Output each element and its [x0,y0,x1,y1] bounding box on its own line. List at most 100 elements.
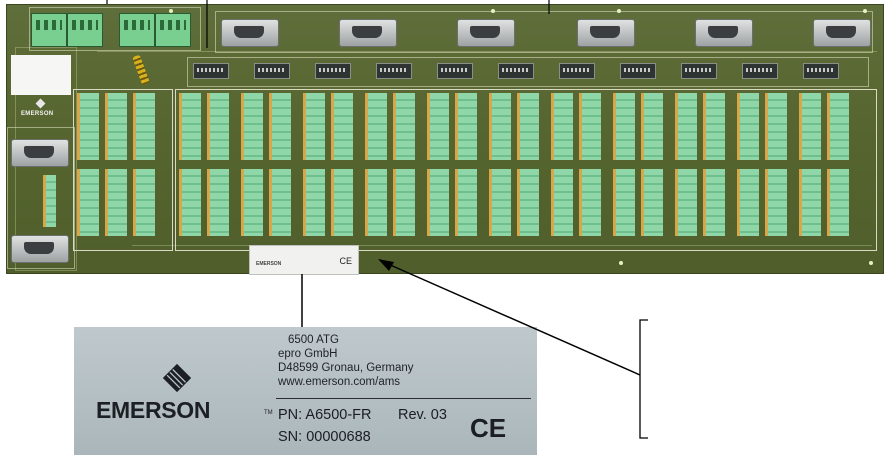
power-connector-3 [119,13,155,47]
ribbon-header [376,63,412,79]
label-serial-number: SN: 00000688 [278,429,371,445]
terminal-block [179,169,201,236]
terminal-block [133,93,155,160]
label-trademark: TM [264,410,273,416]
terminal-frame-main [175,89,877,251]
terminal-block [269,93,291,160]
terminal-block [489,169,511,236]
power-connector-frame [29,7,201,51]
terminal-block [269,169,291,236]
ribbon-header [498,63,534,79]
terminal-block [675,169,697,236]
ribbon-header [620,63,656,79]
dsub-row-frame [215,11,873,53]
terminal-block [77,93,99,160]
led [169,9,173,13]
dsub-connector-6 [813,19,871,47]
terminal-block [365,169,387,236]
led [617,9,621,13]
terminal-block [331,93,353,160]
terminal-block [827,93,849,160]
terminal-block [765,93,787,160]
callout-bracket [639,319,648,439]
label-revision: Rev. 03 [398,407,447,423]
led [863,9,867,13]
left-dsub-connector-1 [11,139,69,167]
left-dsub-frame [7,127,75,269]
terminal-block [365,93,387,160]
power-connector-2 [67,13,103,47]
terminal-block [517,169,539,236]
terminal-block [455,169,477,236]
terminal-block [427,93,449,160]
terminal-block [765,169,787,236]
terminal-block [579,93,601,160]
terminal-block [133,169,155,236]
terminal-block [613,169,635,236]
label-address: D48599 Gronau, Germany [278,362,414,374]
terminal-block [613,93,635,160]
blank-label-area [11,55,71,95]
terminal-block [703,169,725,236]
power-connector-4 [155,13,191,47]
terminal-block [241,93,263,160]
emerson-logo-icon [162,363,192,393]
spring-component [132,54,150,86]
terminal-block [207,169,229,236]
ribbon-header [315,63,351,79]
left-terminal-block [43,175,56,227]
ribbon-header [681,63,717,79]
terminal-block [551,93,573,160]
dsub-connector-5 [695,19,753,47]
terminal-block [641,169,663,236]
terminal-block [179,93,201,160]
terminal-block [737,93,759,160]
label-company: epro GmbH [278,348,338,360]
terminal-block [703,93,725,160]
board-brand: EMERSON [21,111,54,117]
power-connector-1 [31,13,67,47]
terminal-block [641,93,663,160]
ribbon-header [254,63,290,79]
dsub-connector-1 [221,19,279,47]
left-dsub-connector-2 [11,235,69,263]
terminal-block [455,93,477,160]
dsub-connector-3 [457,19,515,47]
product-label: EMERSON TM 6500 ATG epro GmbH D48599 Gro… [74,327,537,455]
dsub-connector-4 [577,19,635,47]
terminal-block [799,93,821,160]
label-ce-mark: CE [470,413,507,443]
terminal-frame-left [73,89,173,251]
terminal-block [393,169,415,236]
terminal-block [303,93,325,160]
terminal-block [489,93,511,160]
terminal-block [241,169,263,236]
sticker-brand: EMERSON [256,261,282,267]
led [619,261,623,265]
terminal-block [303,169,325,236]
terminal-block [207,93,229,160]
pcb-board: EMERSON EMERSON CE [6,4,884,275]
terminal-block [393,93,415,160]
label-brand: EMERSON [96,397,211,423]
sticker-ce-mark: CE [339,256,352,266]
terminal-block [105,169,127,236]
ribbon-header [193,63,229,79]
terminal-block [551,169,573,236]
label-part-number: PN: A6500-FR [278,407,372,423]
header-row-frame [187,57,869,87]
terminal-block [77,169,99,236]
label-model: 6500 ATG [288,334,339,346]
ribbon-header [803,63,839,79]
terminal-block [331,169,353,236]
ribbon-header [559,63,595,79]
label-website: www.emerson.com/ams [278,376,401,388]
terminal-block [517,93,539,160]
ribbon-header [742,63,778,79]
dsub-connector-2 [339,19,397,47]
terminal-block [737,169,759,236]
ribbon-header [437,63,473,79]
terminal-block [827,169,849,236]
led [869,261,873,265]
